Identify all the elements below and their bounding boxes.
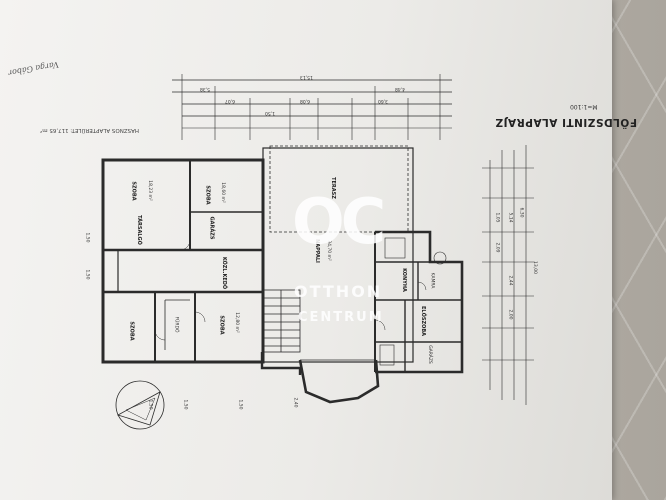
room-area-szoba-bottom: 12,80 m² [233,312,239,333]
dim-right-overall: 13,00 [531,261,537,274]
dim-right-e: 2,44 [507,275,513,286]
room-label-szoba-top: SZOBA [130,181,137,201]
room-label-tarsalgo: TÁRSALGÓ [135,215,142,245]
room-label-garazs-left: GARÁZS [208,216,215,240]
room-label-kamra: KAMRA [429,272,435,289]
dim-left-b: 1,50 [84,269,90,280]
dim-top-mid-a: 6,08 [300,98,311,103]
paper-sheet: FÖLDSZINTI ALAPRAJZ M=1:100 HASZNOS ALAP… [0,0,637,500]
dim-bottom-d: 2,40 [292,397,298,408]
dim-right-b: 6,30 [518,207,524,218]
watermark-line1: OTTHON [294,282,383,301]
drawing-title: FÖLDSZINTI ALAPRAJZ [495,116,637,128]
dim-bottom-b: 1,50 [182,399,188,410]
dim-top-inner-a: 6,07 [225,98,236,103]
room-area-szoba-top: 18,23 m² [146,180,152,201]
dim-top-mid-b: 3,60 [378,98,389,103]
room-label-garazs-right: GARÁZS [426,345,432,364]
drawing-scale: M=1:100 [570,103,598,110]
dim-left-a: 1,50 [84,232,90,243]
room-label-konyha: KONYHA [400,268,407,292]
dim-right-f: 2,00 [507,309,513,320]
dim-top-inner-b: 1,50 [265,110,276,115]
room-area-szoba-mid: 18,60 m² [219,182,225,203]
room-label-szoba-bottom-left: SZOBA [128,321,135,341]
dim-top-left: 5,38 [200,86,211,91]
room-label-eloszoba: ELŐSZOBA [420,305,427,337]
room-label-szoba-mid: SZOBA [204,185,211,205]
usable-area-note: HASZNOS ALAPTERÜLET: 117,65 m² [40,127,140,133]
watermark-logo: OC [292,185,386,258]
dim-bottom-c: 1,50 [237,399,243,410]
dim-top-right: 4,48 [395,86,406,91]
room-label-kozlekedo: KÖZL.KEDŐ [221,256,228,290]
floor-plan-drawing [101,74,534,430]
room-label-szoba-bottom: SZOBA [218,315,225,335]
room-label-furdo: FÜRDŐ [173,316,179,333]
dim-bottom-a: 1,50 [147,399,153,410]
dim-right-a: 5,14 [507,212,513,223]
dim-top-overall: 15,13 [300,74,313,79]
watermark-line2: CENTRUM [298,310,384,325]
dim-right-d: 1,05 [494,212,500,223]
dim-right-c: 2,09 [494,242,500,253]
